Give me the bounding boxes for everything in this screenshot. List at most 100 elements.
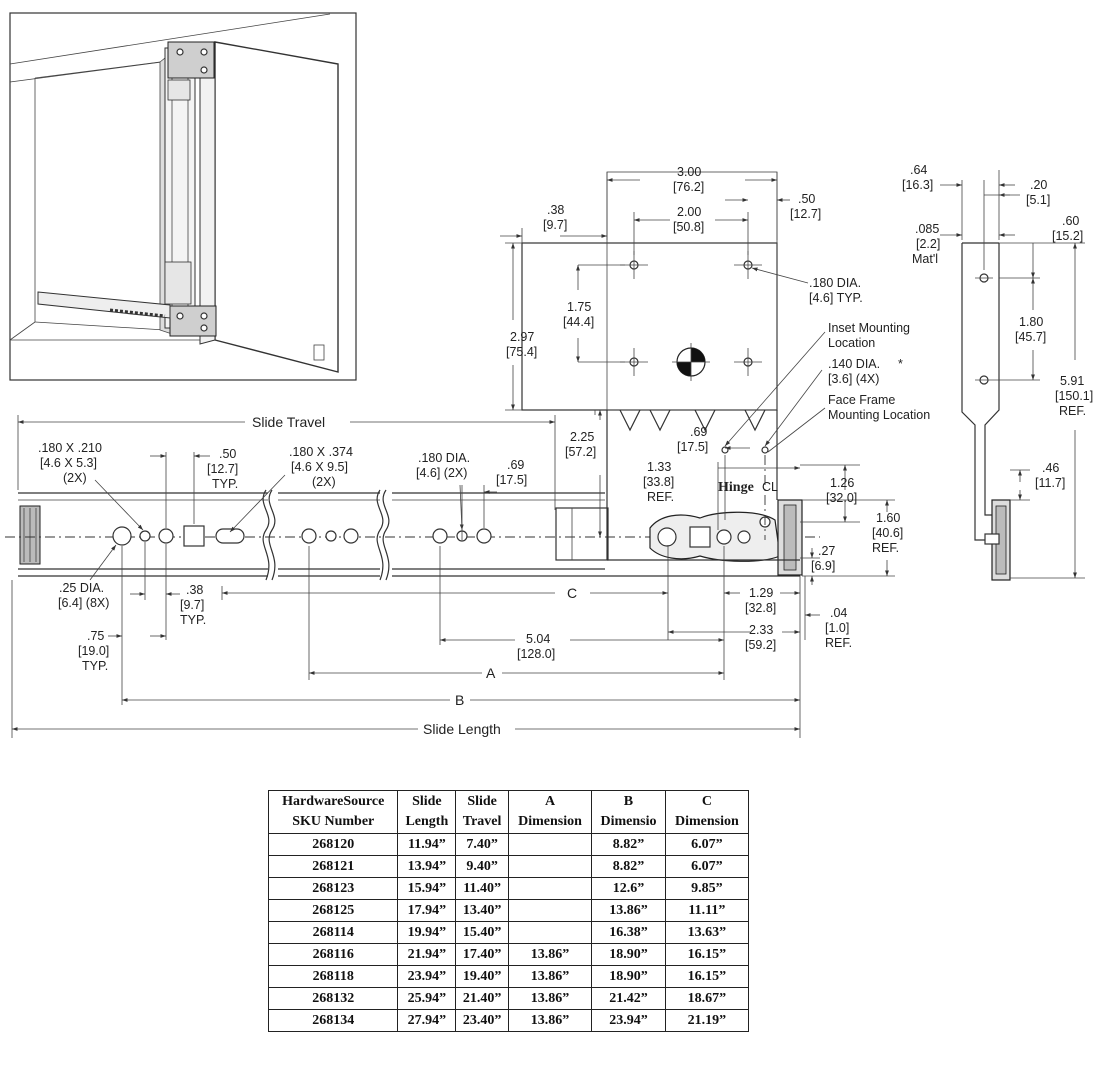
side-profile-view [961, 242, 1011, 581]
table-cell: 21.42” [591, 987, 666, 1010]
table-cell: 13.86” [507, 943, 593, 966]
table-cell [507, 877, 593, 900]
dim-050-typ-mm: [12.7] [207, 462, 238, 476]
col-header-line-2: Dimension [518, 814, 582, 829]
table-cell: 15.94” [397, 877, 457, 900]
dim-a-label: A [486, 665, 496, 681]
table-cell: 6.07” [664, 855, 750, 878]
dim-3-00-mm: [76.2] [673, 180, 704, 194]
dim-050-r-mm: [12.7] [790, 207, 821, 221]
table-cell: 11.94” [397, 833, 457, 856]
slide-travel-label: Slide Travel [252, 414, 325, 430]
table-cell: 12.6” [591, 877, 666, 900]
table-cell: 21.40” [455, 987, 509, 1010]
asterisk-mark: * [898, 357, 903, 371]
dim-025: .25 DIA. [59, 581, 104, 595]
slide-length-label: Slide Length [423, 721, 501, 737]
face-frame-label-1: Face Frame [828, 393, 895, 407]
dim-2-97-mm: [75.4] [506, 345, 537, 359]
dim-2-25-mm: [57.2] [565, 445, 596, 459]
cabinet-illustration [9, 12, 357, 381]
table-cell: 8.82” [591, 833, 666, 856]
col-header-line-1: Slide [412, 794, 442, 809]
table-cell: 268116 [267, 943, 399, 966]
dim-085: .085 [915, 222, 939, 236]
dim-075-label: TYP. [82, 659, 108, 673]
col-header-line-1: C [701, 794, 712, 809]
col-header-b-dimension: B Dimensio [591, 790, 666, 834]
dim-038-mm: [9.7] [543, 218, 567, 232]
table-cell: 16.15” [664, 943, 750, 966]
table-cell: 16.38” [591, 921, 666, 944]
table-cell: 16.15” [664, 965, 750, 988]
table-cell: 13.40” [455, 899, 509, 922]
dim-050-typ-label: TYP. [212, 477, 238, 491]
dim-085-mm: [2.2] [916, 237, 940, 251]
dim-025-mm: [6.4] (8X) [58, 596, 109, 610]
col-header-line-2: Dimensio [600, 814, 657, 829]
mounting-plate-view [521, 171, 778, 560]
dim-064-mm: [16.3] [902, 178, 933, 192]
table-cell: 8.82” [591, 855, 666, 878]
table-cell: 11.40” [455, 877, 509, 900]
col-header-line-2: Length [405, 814, 449, 829]
dim-1-60: 1.60 [876, 511, 900, 525]
dim-004-ref: REF. [825, 636, 852, 650]
dim-5-91-mm: [150.1] [1055, 389, 1093, 403]
dim-5-91-ref: REF. [1059, 404, 1086, 418]
table-cell: 13.86” [591, 899, 666, 922]
table-cell: 13.86” [507, 987, 593, 1010]
hinge-label: Hinge [718, 480, 754, 495]
dim-075: .75 [87, 629, 104, 643]
face-frame-label-2: Mounting Location [828, 408, 930, 422]
dim-1-80-mm: [45.7] [1015, 330, 1046, 344]
dim-180x210-mm: [4.6 X 5.3] [40, 456, 97, 470]
col-header-line-1: HardwareSource [282, 794, 385, 809]
table-cell: 18.90” [591, 965, 666, 988]
table-cell: 23.94” [397, 965, 457, 988]
col-header-line-2: Travel [462, 814, 502, 829]
dim-1-26-mm: [32.0] [826, 491, 857, 505]
table-cell: 7.40” [455, 833, 509, 856]
dim-5-91: 5.91 [1060, 374, 1084, 388]
table-cell: 268114 [267, 921, 399, 944]
col-header-line-1: B [623, 794, 634, 809]
dim-180-2x: .180 DIA. [418, 451, 470, 465]
table-cell: 19.40” [455, 965, 509, 988]
col-header-a-dimension: A Dimension [507, 790, 593, 834]
table-cell: 18.90” [591, 943, 666, 966]
hinge-cl-label: CL [762, 480, 778, 494]
inset-mounting-label-2: Location [828, 336, 875, 350]
table-cell: 13.94” [397, 855, 457, 878]
table-cell: 21.94” [397, 943, 457, 966]
dim-004-mm: [1.0] [825, 621, 849, 635]
table-cell: 268121 [267, 855, 399, 878]
dim-027-mm: [6.9] [811, 559, 835, 573]
table-cell [507, 899, 593, 922]
dim-050-r: .50 [798, 192, 815, 206]
dim-1-26: 1.26 [830, 476, 854, 490]
dim-1-75-mm: [44.4] [563, 315, 594, 329]
dim-1-75: 1.75 [567, 300, 591, 314]
table-cell: 13.86” [507, 965, 593, 988]
dim-2-97: 2.97 [510, 330, 534, 344]
inset-mounting-label-1: Inset Mounting [828, 321, 910, 335]
table-cell [507, 855, 593, 878]
col-header-line-2: SKU Number [292, 814, 375, 829]
dim-004: .04 [830, 606, 847, 620]
dim-180-typ: .180 DIA. [809, 276, 861, 290]
dim-1-33-ref: REF. [647, 490, 674, 504]
dim-1-33: 1.33 [647, 460, 671, 474]
col-header-line-1: A [544, 794, 556, 809]
dim-1-29: 1.29 [749, 586, 773, 600]
table-cell: 268125 [267, 899, 399, 922]
table-cell: 6.07” [664, 833, 750, 856]
